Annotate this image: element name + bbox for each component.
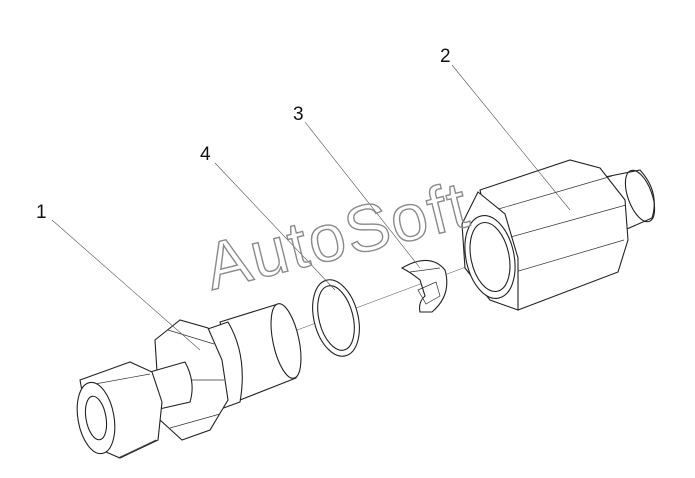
part-4-sealing-ring bbox=[312, 279, 360, 357]
leader-line-2 bbox=[451, 64, 571, 211]
callout-4: 4 bbox=[200, 144, 211, 165]
part-2-union-nut bbox=[461, 159, 656, 311]
callout-3: 3 bbox=[293, 104, 304, 125]
leader-line-4 bbox=[214, 162, 336, 291]
leader-line-1 bbox=[51, 219, 201, 351]
part-3-split-ring bbox=[400, 259, 448, 313]
callout-2: 2 bbox=[440, 46, 451, 67]
leader-line-3 bbox=[304, 121, 421, 269]
part-1-fitting-body bbox=[76, 303, 302, 459]
callout-1: 1 bbox=[36, 202, 47, 223]
